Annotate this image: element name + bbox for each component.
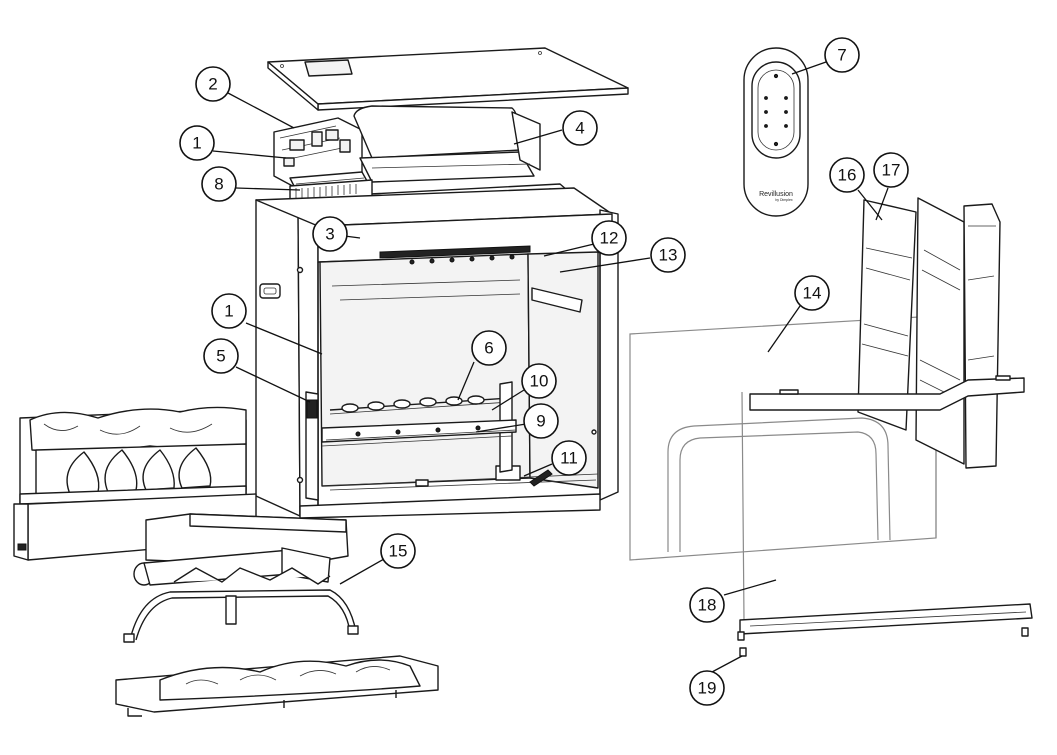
svg-text:11: 11 bbox=[560, 449, 578, 468]
callout-10: 10 bbox=[521, 363, 557, 399]
svg-text:19: 19 bbox=[698, 679, 717, 698]
svg-text:3: 3 bbox=[325, 225, 334, 244]
callout-15: 15 bbox=[380, 533, 416, 569]
svg-text:17: 17 bbox=[882, 161, 901, 180]
ember-bed bbox=[115, 655, 439, 717]
svg-text:15: 15 bbox=[389, 542, 408, 561]
callout-13: 13 bbox=[650, 237, 686, 273]
grate-logs bbox=[123, 513, 359, 643]
top-panel bbox=[267, 47, 629, 111]
glass-trim-top bbox=[749, 375, 1025, 411]
leader-lines bbox=[212, 61, 889, 673]
light-bar bbox=[321, 419, 517, 447]
callout-16: 16 bbox=[829, 157, 865, 193]
svg-text:13: 13 bbox=[659, 246, 678, 265]
callout-8: 8 bbox=[201, 166, 237, 202]
remote-brand-sub: by Dimplex bbox=[775, 198, 793, 202]
callout-19: 19 bbox=[689, 670, 725, 706]
side-liner-panels bbox=[857, 197, 1001, 469]
svg-text:12: 12 bbox=[600, 229, 619, 248]
remote-control: Revillusion by Dimplex bbox=[743, 47, 809, 217]
glass-trim-bottom bbox=[737, 603, 1033, 641]
flame-panel bbox=[353, 105, 541, 183]
svg-text:16: 16 bbox=[838, 166, 857, 185]
callout-11: 11 bbox=[551, 440, 587, 476]
svg-text:10: 10 bbox=[530, 372, 549, 391]
callout-14: 14 bbox=[794, 275, 830, 311]
screw bbox=[739, 647, 747, 657]
callout-18: 18 bbox=[689, 587, 725, 623]
callout-12: 12 bbox=[591, 220, 627, 256]
callout-9: 9 bbox=[523, 403, 559, 439]
callout-4: 4 bbox=[562, 110, 598, 146]
svg-text:1: 1 bbox=[224, 302, 233, 321]
flame-rod bbox=[329, 395, 511, 415]
svg-text:2: 2 bbox=[208, 75, 217, 94]
callout-6: 6 bbox=[471, 330, 507, 366]
callout-5: 5 bbox=[203, 338, 239, 374]
svg-text:7: 7 bbox=[837, 46, 846, 65]
svg-text:5: 5 bbox=[216, 347, 225, 366]
svg-text:9: 9 bbox=[536, 412, 545, 431]
svg-text:18: 18 bbox=[698, 596, 717, 615]
callout-3: 3 bbox=[312, 216, 348, 252]
remote-brand-text: Revillusion bbox=[759, 191, 793, 198]
svg-text:8: 8 bbox=[214, 175, 223, 194]
callout-1-top: 1 bbox=[179, 125, 215, 161]
svg-text:4: 4 bbox=[575, 119, 584, 138]
svg-text:14: 14 bbox=[803, 284, 822, 303]
callout-7: 7 bbox=[824, 37, 860, 73]
callout-1-mid: 1 bbox=[211, 293, 247, 329]
svg-text:1: 1 bbox=[192, 134, 201, 153]
callout-2: 2 bbox=[195, 66, 231, 102]
svg-text:6: 6 bbox=[484, 339, 493, 358]
callout-17: 17 bbox=[873, 152, 909, 188]
